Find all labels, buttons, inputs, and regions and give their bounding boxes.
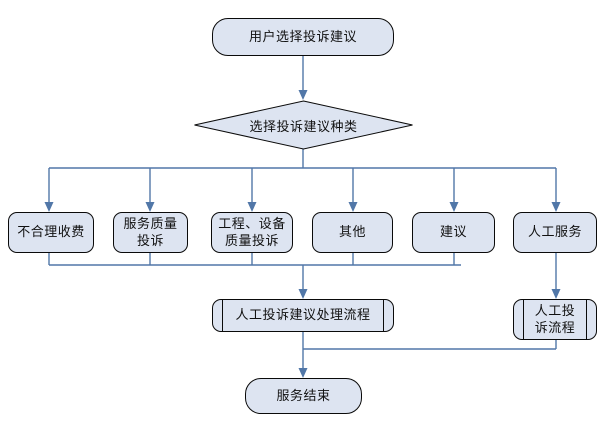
arrowhead-option-6 (551, 202, 561, 212)
arrowhead-option-2 (145, 202, 155, 212)
node-option-manual-service[interactable]: 人工服务 (513, 212, 597, 253)
node-option-other[interactable]: 其他 (312, 212, 393, 253)
node-start[interactable]: 用户选择投诉建议 (212, 18, 394, 56)
process-bar-left (222, 299, 223, 332)
arrowhead-manual-handling (298, 289, 308, 299)
node-option-engineering-equipment-quality-complaint[interactable]: 工程、设备 质量投诉 (211, 212, 293, 253)
process-bar-right (586, 299, 587, 340)
decision-shape (194, 100, 413, 150)
arrowhead-manual-complaint (551, 289, 561, 299)
node-manual-handling-process[interactable]: 人工投诉建议处理流程 (212, 299, 394, 332)
arrowhead-decision (298, 90, 308, 100)
process-bar-right (383, 299, 384, 332)
node-end[interactable]: 服务结束 (245, 378, 362, 414)
arrowhead-option-5 (449, 202, 459, 212)
node-manual-complaint-process-label: 人工投 诉流程 (534, 303, 576, 336)
process-bar-left (523, 299, 524, 340)
node-option-unreasonable-charge[interactable]: 不合理收费 (8, 212, 94, 253)
node-decision-label: 选择投诉建议种类 (249, 119, 358, 135)
arrowhead-option-1 (44, 202, 54, 212)
node-decision[interactable]: 选择投诉建议种类 (193, 100, 414, 150)
node-manual-complaint-process[interactable]: 人工投 诉流程 (513, 299, 597, 340)
arrowhead-option-3 (247, 202, 257, 212)
arrowhead-option-4 (348, 202, 358, 212)
node-option-suggestion[interactable]: 建议 (412, 212, 495, 253)
node-manual-handling-process-label: 人工投诉建议处理流程 (235, 308, 371, 323)
arrowhead-end (298, 368, 308, 378)
node-option-service-quality-complaint[interactable]: 服务质量 投诉 (113, 212, 188, 253)
